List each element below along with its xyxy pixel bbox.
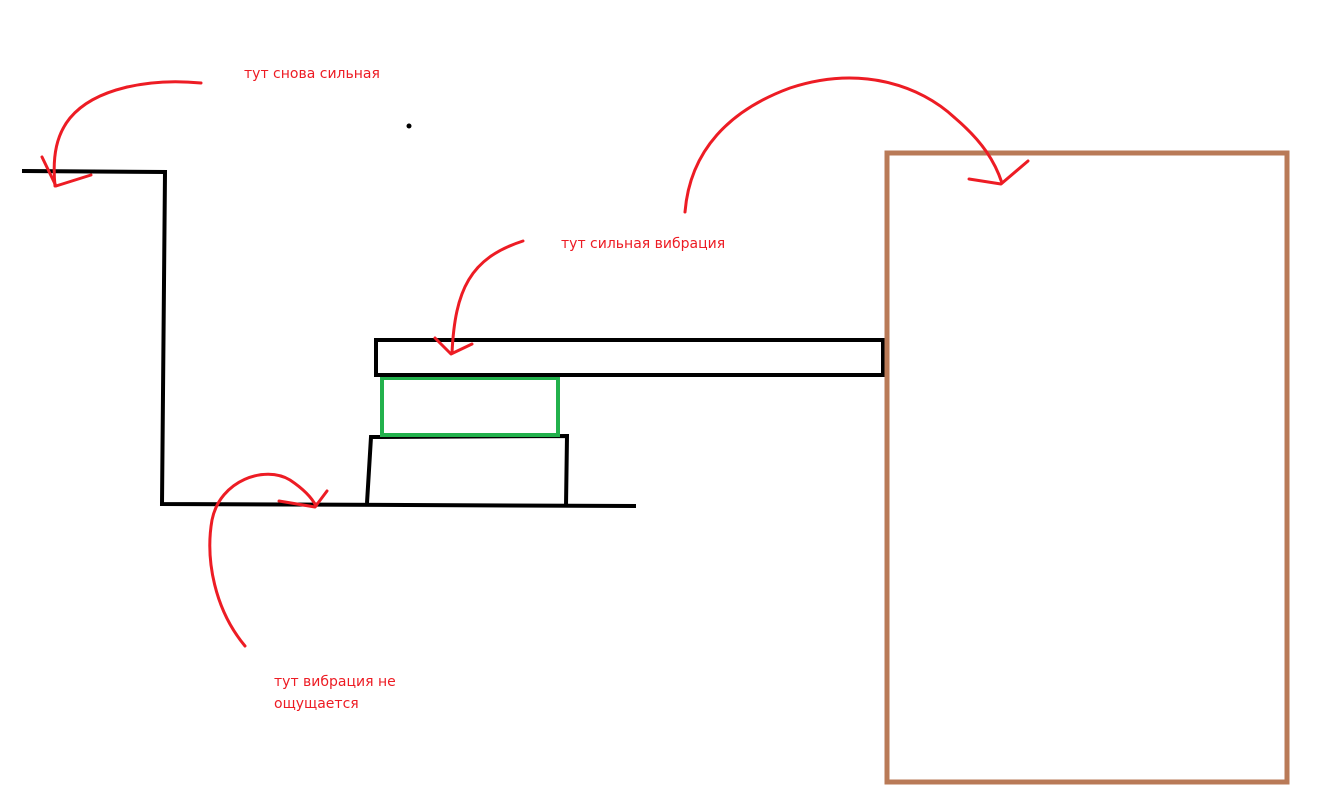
stray-dot [406,123,412,129]
arrow-top-left [52,80,203,188]
arrow-top-left-head [40,155,93,188]
label-no-vibration-line1: тут вибрация не [274,674,396,690]
arrow-beam-head [433,336,474,356]
horizontal-beam [374,338,885,377]
label-no-vibration: тут вибрация не ощущается [274,671,396,715]
arrow-floor [208,472,318,648]
label-strong-vibration: тут сильная вибрация [561,236,726,252]
arrow-cabinet-head [967,159,1030,186]
arrow-cabinet [683,76,1004,214]
base-block [365,433,570,507]
label-no-vibration-line2: ощущается [274,696,359,712]
wall-floor-outline [21,169,637,508]
label-strong-again: тут снова сильная [244,66,380,82]
cabinet [884,150,1290,785]
damper-pad [380,376,560,437]
arrow-floor-head [277,489,329,509]
arrow-beam [450,239,525,355]
